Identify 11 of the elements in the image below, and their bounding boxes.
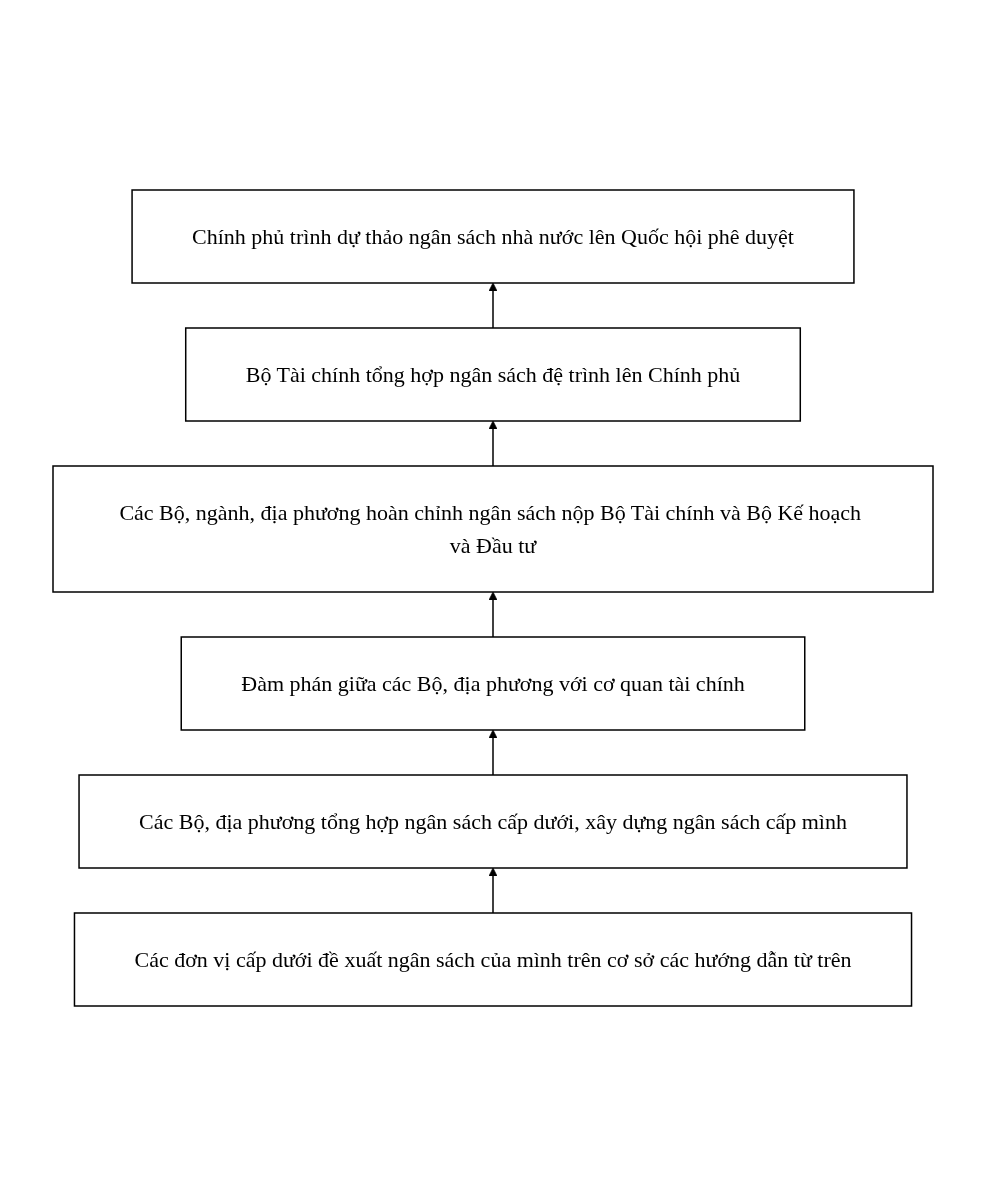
arrow xyxy=(488,420,498,467)
node-box: Các Bộ, ngành, địa phương hoàn chỉnh ngân sách nộp Bộ Tài chính và Bộ Kế hoạch và Đầu tư xyxy=(52,464,934,593)
node-box: Đàm phán giữa các Bộ, địa phương với cơ quan tài chính xyxy=(180,635,806,731)
node-box: Các đơn vị cấp dưới đề xuất ngân sách của mình trên cơ sở các hướng dẫn từ trên xyxy=(73,911,913,1007)
arrow xyxy=(488,867,498,914)
node-box: Bộ Tài chính tổng hợp ngân sách đệ trình lên Chính phủ xyxy=(184,326,802,422)
arrow xyxy=(488,729,498,776)
arrow xyxy=(488,591,498,638)
node-box: Chính phủ trình dự thảo ngân sách nhà nước lên Quốc hội phê duyệt xyxy=(131,188,855,284)
node-box: Các Bộ, địa phương tổng hợp ngân sách cấp dưới, xây dựng ngân sách cấp mình xyxy=(78,773,908,869)
arrow xyxy=(488,282,498,329)
